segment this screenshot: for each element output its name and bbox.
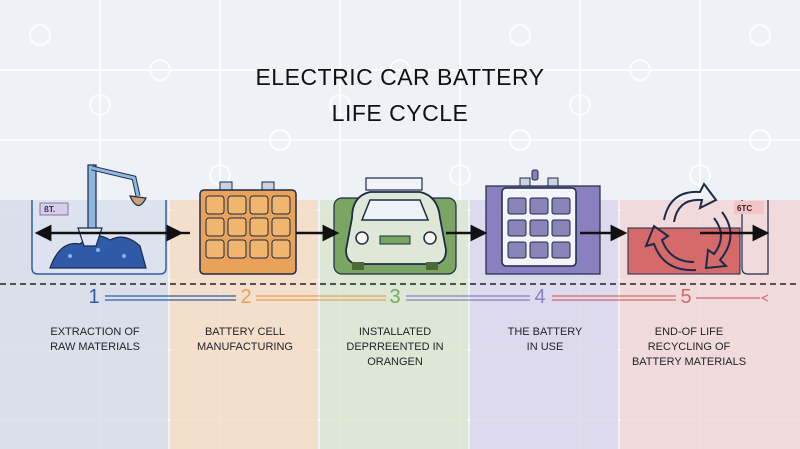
right-tag: 6TC [737,204,752,213]
battery-cell-icon [199,181,297,275]
step-number-3: 3 [389,286,401,308]
battery-pack-icon [485,169,601,275]
step-caption-4: THE BATTERY IN USE [507,326,583,353]
step-number-1: 1 [88,286,100,308]
title-line-2: LIFE CYCLE [331,100,469,126]
electric-car-icon [333,177,457,275]
step-caption-2: BATTERY CELL MANUFACTURING [197,326,293,353]
step-number-5: 5 [680,286,692,308]
step-connectors [105,294,769,302]
step-caption-1: EXTRACTION OF RAW MATERIALS [50,326,140,353]
step-number-2: 2 [240,286,252,308]
step-number-4: 4 [534,286,546,308]
left-tag: ßT. [44,205,55,214]
title-line-1: ELECTRIC CAR BATTERY [255,64,545,90]
step-caption-5: END-OF LIFE RECYCLING OF BATTERY MATERIA… [631,326,747,368]
step-caption-3: INSTALLATED DEPRREENTED IN ORANGEN [346,326,444,368]
excavator-icon [31,164,167,275]
recycling-icon [627,182,769,275]
